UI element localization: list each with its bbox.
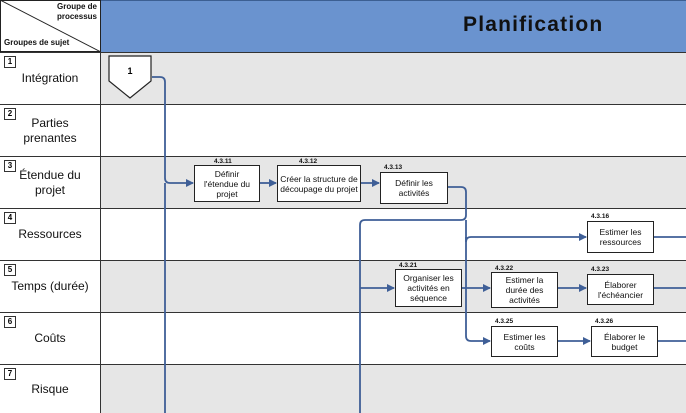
row-label: Intégration <box>0 53 101 104</box>
row-number: 4 <box>4 212 16 224</box>
task-number: 4.3.12 <box>299 158 318 165</box>
task-4-3-25[interactable]: Estimer les coûts <box>491 326 558 357</box>
offpage-connector-icon <box>108 55 152 99</box>
row-stakeholders: 2 Parties prenantes <box>0 104 686 156</box>
task-4-3-13[interactable]: Définir les activités <box>380 172 448 204</box>
row-number: 2 <box>4 108 16 120</box>
connector-offpage-to-4311 <box>152 76 194 187</box>
process-group-header: Planification <box>101 0 686 52</box>
task-4-3-22[interactable]: Estimer la durée des activités <box>491 272 558 308</box>
subject-group-label: Groupes de sujet <box>4 38 70 47</box>
task-number: 4.3.21 <box>399 262 418 269</box>
row-number: 1 <box>4 56 16 68</box>
row-number: 5 <box>4 264 16 276</box>
connector-down-to-4325 <box>465 237 491 345</box>
task-4-3-12[interactable]: Créer la structure de découpage du proje… <box>277 165 361 202</box>
task-number: 4.3.23 <box>591 266 610 273</box>
task-number: 4.3.26 <box>595 318 614 325</box>
row-risk: 7 Risque <box>0 364 686 413</box>
row-number: 3 <box>4 160 16 172</box>
corner-header-cell: Groupe de processus Groupes de sujet <box>0 0 101 52</box>
row-label: Temps (durée) <box>0 261 101 312</box>
task-number: 4.3.16 <box>591 213 610 220</box>
header-title: Planification <box>463 13 604 36</box>
row-label: Ressources <box>0 209 101 260</box>
row-lane <box>101 105 686 156</box>
row-integration: 1 Intégration <box>0 52 686 104</box>
row-label: Coûts <box>0 313 101 364</box>
row-label: Parties prenantes <box>0 105 101 156</box>
task-number: 4.3.25 <box>495 318 514 325</box>
connector-4313-to-4316 <box>465 220 587 243</box>
connector-4313-loop <box>359 186 467 413</box>
task-number: 4.3.22 <box>495 265 514 272</box>
row-number: 7 <box>4 368 16 380</box>
task-number: 4.3.11 <box>214 158 232 165</box>
task-number: 4.3.13 <box>384 164 403 171</box>
row-label: Étendue du projet <box>0 157 101 208</box>
task-4-3-23[interactable]: Élaborer l'échéancier <box>587 274 654 305</box>
task-4-3-16[interactable]: Estimer les ressources <box>587 221 654 253</box>
row-lane <box>101 53 686 104</box>
row-number: 6 <box>4 316 16 328</box>
task-4-3-26[interactable]: Élaborer le budget <box>591 326 658 357</box>
process-group-label: Groupe de processus <box>56 2 97 21</box>
row-label: Risque <box>0 365 101 413</box>
task-4-3-11[interactable]: Définir l'étendue du projet <box>194 165 260 202</box>
row-lane <box>101 365 686 413</box>
offpage-connector-label: 1 <box>127 66 133 76</box>
corner-diagonal <box>0 0 101 52</box>
task-4-3-21[interactable]: Organiser les activités en séquence <box>395 269 462 307</box>
